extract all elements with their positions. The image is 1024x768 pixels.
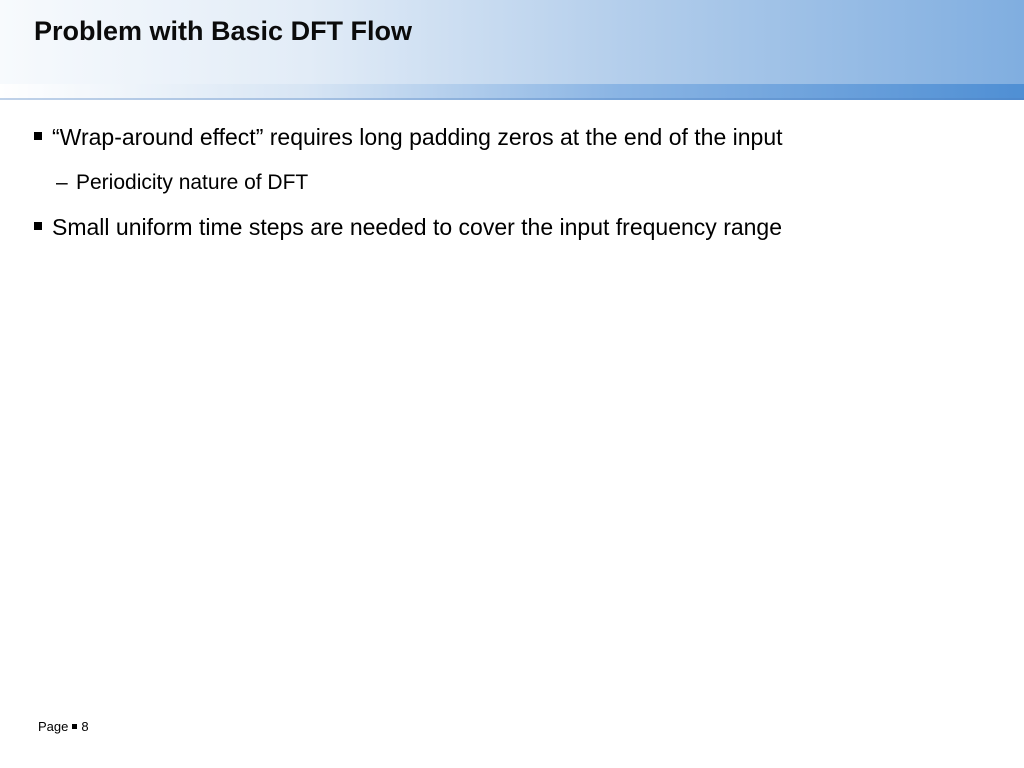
bullet-icon <box>34 221 42 230</box>
slide-title: Problem with Basic DFT Flow <box>34 16 413 46</box>
dash-icon: – <box>56 171 68 194</box>
bullet-icon <box>34 131 42 140</box>
header-band <box>0 84 1024 100</box>
header-line <box>0 98 1024 100</box>
header-bar <box>0 0 1024 84</box>
bullet-1: “Wrap-around effect” requires long paddi… <box>34 124 783 151</box>
bullet-2-text: Small uniform time steps are needed to c… <box>52 214 783 240</box>
sub-bullet-1-text: Periodicity nature of DFT <box>76 171 309 194</box>
bullet-2: Small uniform time steps are needed to c… <box>34 214 782 241</box>
sub-bullet-1: –Periodicity nature of DFT <box>56 171 308 195</box>
page-label: Page <box>38 719 69 734</box>
footer-separator-icon <box>72 724 78 730</box>
page-footer: Page 8 <box>38 719 89 734</box>
page-number: 8 <box>81 719 89 734</box>
bullet-1-text: “Wrap-around effect” requires long paddi… <box>52 124 783 150</box>
